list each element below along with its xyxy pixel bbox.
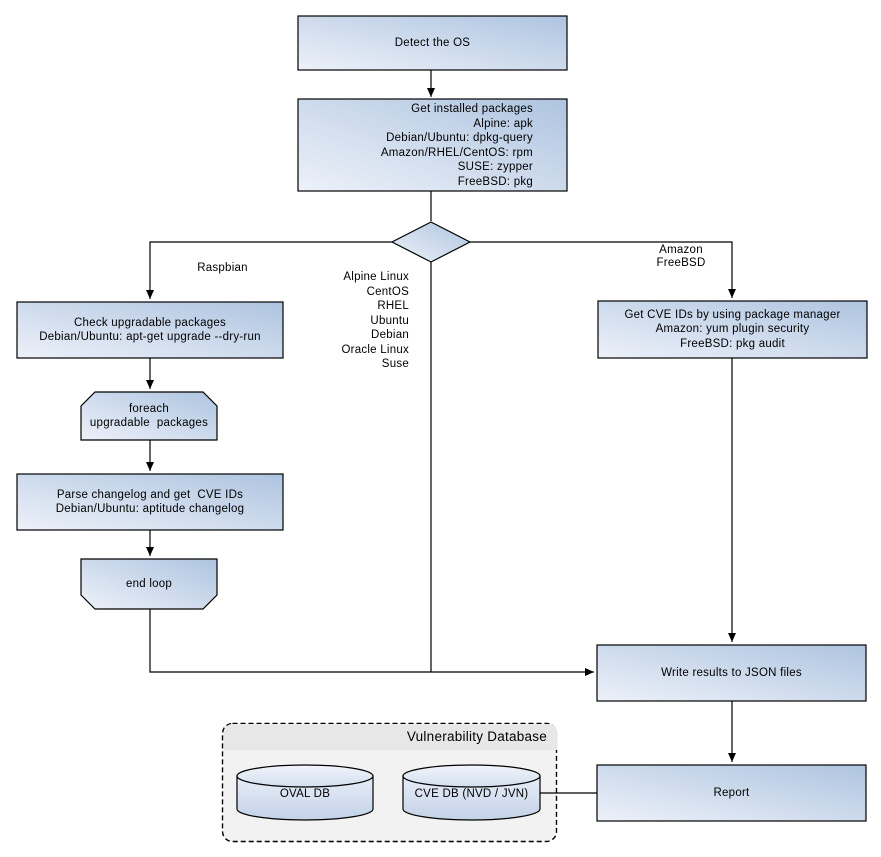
os-suse: Suse (381, 358, 409, 370)
parse-changelog-line-1: Parse changelog and get CVE IDs (56, 488, 244, 501)
detect-os-text: Detect the OS (394, 36, 471, 49)
get-cve-ids-line-3: FreeBSD: pkg audit (680, 337, 785, 350)
os-oracle-linux: Oracle Linux (341, 343, 409, 356)
node-end-loop (80, 558, 218, 610)
node-foreach-loop-start (80, 391, 218, 441)
raspbian-text: Raspbian (197, 262, 248, 275)
end-loop-label: end loop (81, 559, 217, 609)
edge-endloop-to-write-results (149, 609, 594, 676)
parse-changelog-label: Parse changelog and get CVE IDs Debian/U… (17, 474, 283, 530)
os-debian: Debian (371, 329, 409, 341)
node-get-installed-packages (297, 98, 568, 192)
foreach-line-1: foreach (128, 402, 170, 415)
detect-os-label: Detect the OS (298, 16, 567, 70)
node-parse-changelog (16, 473, 284, 531)
foreach-line-2: upgradable packages (89, 417, 209, 429)
vulnerability-database-title-text: Vulnerability Database (406, 728, 547, 744)
get-installed-line-2: Alpine: apk (473, 117, 533, 130)
get-installed-packages-label: Get installed packages Alpine: apk Debia… (298, 102, 533, 189)
cve-db-cylinder-body (402, 776, 541, 821)
cve-db-cylinder-top (402, 764, 541, 788)
parse-changelog-line-2: Debian/Ubuntu: aptitude changelog (55, 503, 245, 515)
middle-branch-os-list: Alpine Linux CentOS RHEL Ubuntu Debian O… (309, 270, 409, 373)
cve-db-text: CVE DB (NVD / JVN) (414, 787, 529, 800)
node-write-results (596, 644, 867, 702)
check-upgradable-packages-label: Check upgradable packages Debian/Ubuntu:… (17, 302, 283, 358)
end-loop-text: end loop (125, 577, 173, 590)
cve-db-label: CVE DB (NVD / JVN) (403, 773, 540, 815)
edge-diamond-to-get-cve-ids (470, 241, 736, 298)
node-check-upgradable-packages (16, 301, 284, 359)
check-upgradable-line-2: Debian/Ubuntu: apt-get upgrade --dry-run (39, 331, 261, 343)
os-ubuntu: Ubuntu (370, 314, 409, 327)
oval-db-cylinder-top (236, 764, 374, 788)
oval-db-text: OVAL DB (279, 787, 331, 800)
report-label: Report (597, 765, 866, 821)
get-installed-line-5: SUSE: zypper (457, 161, 533, 173)
os-centos: CentOS (366, 285, 409, 298)
node-detect-os (297, 15, 568, 71)
freebsd-text: FreeBSD (656, 257, 706, 269)
write-results-text: Write results to JSON files (661, 666, 802, 679)
amazon-freebsd-branch-label: Amazon FreeBSD (631, 242, 731, 272)
node-report (596, 764, 867, 822)
get-installed-line-6: FreeBSD: pkg (457, 175, 533, 188)
report-text: Report (713, 786, 750, 799)
get-cve-ids-label: Get CVE IDs by using package manager Ama… (598, 301, 867, 358)
get-installed-line-3: Debian/Ubuntu: dpkg-query (386, 132, 533, 144)
amazon-text: Amazon (659, 243, 703, 256)
check-upgradable-line-1: Check upgradable packages (73, 316, 227, 329)
vulnerability-database-title: Vulnerability Database (222, 724, 557, 750)
os-rhel: RHEL (377, 300, 409, 312)
get-cve-ids-line-1: Get CVE IDs by using package manager (624, 308, 841, 321)
os-decision-diamond (390, 221, 472, 263)
raspbian-branch-label: Raspbian (160, 261, 285, 276)
oval-db-cylinder-body (236, 776, 374, 821)
node-get-cve-ids (597, 300, 868, 359)
oval-db-label: OVAL DB (237, 773, 373, 815)
get-cve-ids-line-2: Amazon: yum plugin security (655, 323, 810, 336)
get-installed-line-1: Get installed packages (411, 103, 533, 115)
os-alpine-linux: Alpine Linux (343, 271, 409, 283)
write-results-label: Write results to JSON files (597, 645, 866, 701)
foreach-loop-label: foreach upgradable packages (81, 392, 217, 440)
vulnerability-database-header (223, 724, 558, 750)
get-installed-line-4: Amazon/RHEL/CentOS: rpm (380, 146, 533, 159)
edge-diamond-to-check-upgradable (146, 241, 392, 299)
